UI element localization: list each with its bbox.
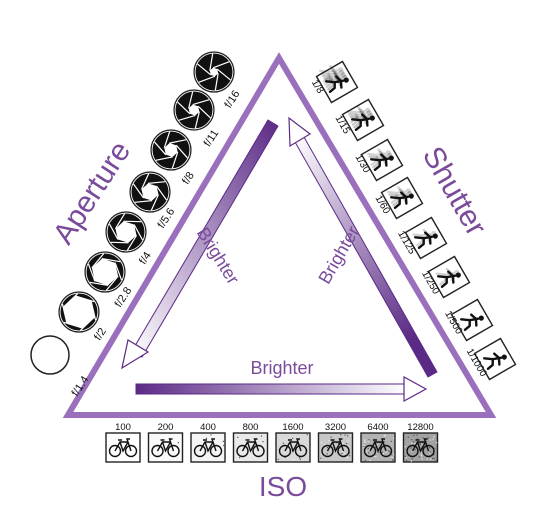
running-figure-icon — [315, 60, 359, 104]
iso-value-label: 200 — [158, 422, 174, 433]
exposure-triangle — [62, 52, 497, 418]
shutter-speed: 1/30 — [353, 138, 404, 182]
aperture-diaphragm-icon — [193, 51, 235, 93]
bicycle-icon — [147, 432, 184, 463]
bicycle-icon — [190, 432, 226, 463]
aperture-stop-label: f/16 — [222, 88, 242, 110]
aperture-diaphragm-icon — [173, 89, 215, 131]
iso-value: 1600 — [275, 422, 311, 463]
iso-value: 800 — [232, 422, 269, 463]
aperture-diaphragm-icon — [84, 251, 126, 293]
aperture-stop: f/16 — [193, 51, 243, 110]
shutter-speed: 1/8 — [309, 60, 359, 104]
brighter-label-bottom: Brighter — [250, 358, 313, 378]
aperture-diaphragm-icon — [129, 171, 171, 213]
aperture-stop: f/4 — [105, 211, 154, 267]
iso-value-label: 400 — [200, 422, 216, 433]
aperture-diaphragm-icon — [58, 291, 100, 333]
brighter-arrow-right — [288, 116, 438, 378]
bicycle-icon — [275, 432, 311, 463]
running-figure-icon — [473, 337, 517, 381]
iso-value: 6400 — [360, 422, 396, 463]
aperture-stop-label: f/11 — [202, 128, 222, 149]
aperture-stop: f/1.4 — [30, 335, 91, 399]
bicycle-icon — [360, 432, 396, 463]
bicycle-icon — [402, 432, 439, 463]
iso-value-label: 100 — [115, 422, 131, 433]
shutter-speed: 1/15 — [333, 98, 385, 142]
aperture-stop-label: f/2 — [92, 326, 109, 343]
iso-value-label: 3200 — [325, 422, 346, 433]
bicycle-icon — [232, 432, 269, 463]
iso-value: 100 — [105, 422, 141, 463]
running-figure-icon — [450, 298, 494, 342]
iso-value: 200 — [147, 422, 184, 463]
shutter-speed: 1/125 — [395, 216, 448, 260]
aperture-stop: f/2 — [58, 291, 109, 343]
iso-value-label: 6400 — [367, 422, 388, 433]
bicycle-icon — [317, 432, 354, 463]
running-figure-icon — [360, 138, 404, 182]
iso-value: 3200 — [317, 422, 354, 463]
iso-value: 12800 — [402, 422, 439, 463]
running-figure-icon — [427, 255, 471, 299]
iso-scale: 100 200 400 800 1600 3200 6400 12800 — [105, 422, 439, 463]
running-figure-icon — [380, 176, 424, 220]
running-figure-icon — [404, 216, 448, 260]
shutter-speed: 1/1000 — [464, 337, 517, 381]
aperture-stop-label: f/8 — [180, 170, 197, 187]
bicycle-icon — [105, 432, 141, 463]
aperture-stop: f/8 — [150, 129, 197, 187]
aperture-diaphragm-icon — [150, 129, 192, 171]
aperture-scale: f/1.4f/2 f/2.8f/4 f/5.6f/8 f/11f/16 — [30, 51, 243, 399]
aperture-diaphragm-icon — [105, 211, 147, 253]
shutter-speed: 1/60 — [373, 176, 424, 220]
running-figure-icon — [341, 98, 385, 142]
iso-value-label: 12800 — [407, 422, 433, 433]
shutter-speed: 1/500 — [442, 298, 494, 342]
iso-value-label: 800 — [243, 422, 259, 433]
iso-title: ISO — [259, 471, 307, 502]
iso-value-label: 1600 — [282, 422, 303, 433]
brighter-arrow-bottom — [135, 375, 428, 403]
iso-value: 400 — [190, 422, 226, 463]
aperture-diaphragm-icon — [30, 335, 70, 375]
aperture-stop: f/2.8 — [84, 251, 134, 310]
aperture-stop-label: f/4 — [137, 250, 154, 267]
aperture-stop: f/5.6 — [129, 171, 177, 231]
brighter-label-right: Brighter — [314, 223, 363, 288]
shutter-speed: 1/250 — [419, 255, 471, 299]
brighter-arrow-left — [121, 119, 279, 370]
